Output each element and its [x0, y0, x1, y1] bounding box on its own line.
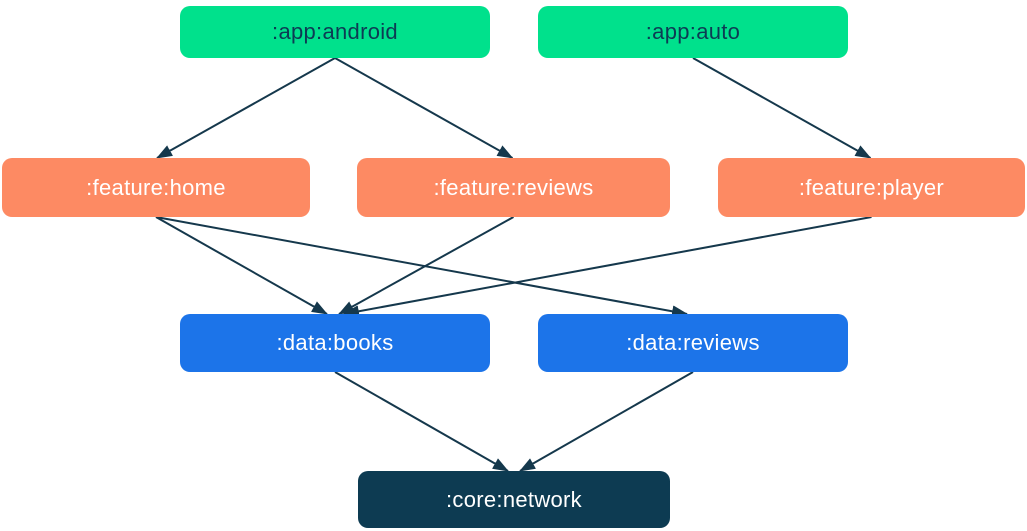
- edge-feature-reviews-to-data-books: [338, 216, 514, 315]
- node-label-data-reviews: :data:reviews: [626, 330, 760, 355]
- node-label-feature-reviews: :feature:reviews: [433, 174, 594, 200]
- node-label-data-books: :data:books: [276, 330, 394, 355]
- node-app-android: :app:android: [180, 6, 490, 58]
- node-feature-reviews: :feature:reviews: [357, 158, 670, 217]
- edge-feature-home-to-data-reviews: [155, 216, 688, 318]
- edge-feature-player-to-data-books: [343, 216, 872, 318]
- node-core-network: :core:network: [358, 471, 670, 528]
- edge-data-books-to-core-network: [334, 371, 509, 472]
- edge-data-reviews-to-core-network: [519, 371, 694, 472]
- node-label-feature-player: :feature:player: [798, 174, 945, 200]
- node-label-app-auto: :app:auto: [645, 19, 741, 44]
- node-data-books: :data:books: [180, 314, 490, 372]
- node-label-core-network: :core:network: [446, 486, 582, 512]
- node-app-auto: :app:auto: [538, 6, 848, 58]
- node-feature-player: :feature:player: [718, 158, 1025, 217]
- edge-app-android-to-feature-reviews: [334, 57, 514, 159]
- node-data-reviews: :data:reviews: [538, 314, 848, 372]
- edge-app-auto-to-feature-player: [692, 57, 872, 159]
- node-label-app-android: :app:android: [272, 19, 398, 44]
- node-feature-home: :feature:home: [2, 158, 310, 217]
- edge-feature-home-to-data-books: [155, 216, 328, 315]
- edge-app-android-to-feature-home: [156, 57, 336, 159]
- node-label-feature-home: :feature:home: [86, 174, 226, 200]
